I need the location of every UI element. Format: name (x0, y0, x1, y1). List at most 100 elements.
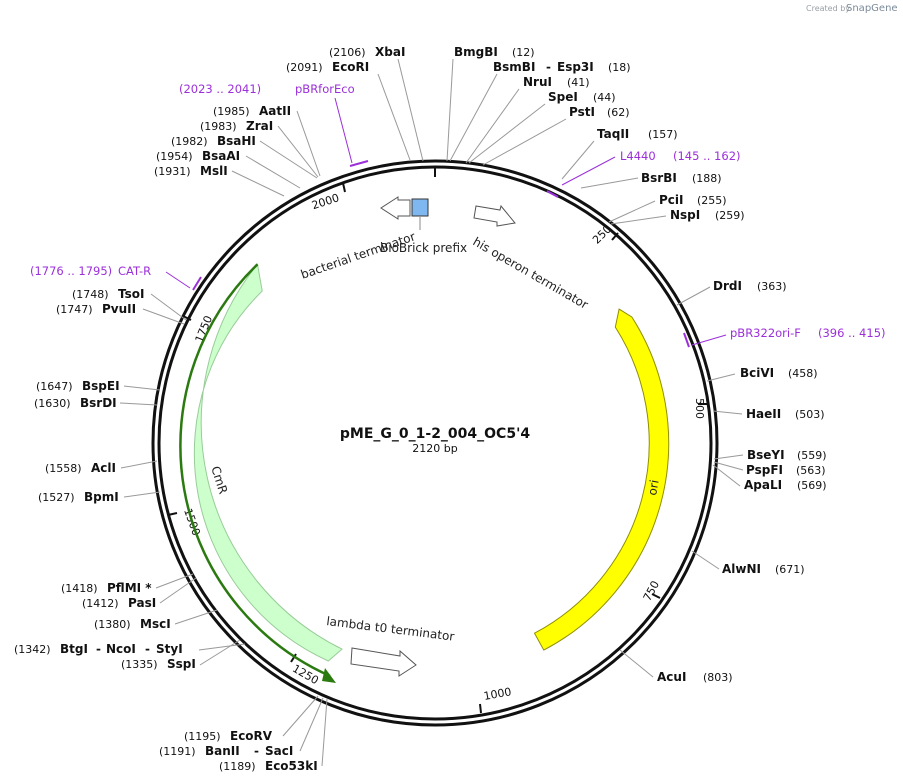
site-bsrbi[interactable]: BsrBI (188) (641, 171, 722, 185)
site-leader (142, 308, 185, 325)
site-name: PspFI (746, 463, 783, 477)
site-leader (712, 464, 741, 487)
site-btgi-ncoi-styi[interactable]: (1342) BtgI - NcoI - StyI (14, 642, 183, 656)
site-leader (713, 454, 744, 460)
site-name: BspEI (82, 379, 120, 393)
site-position: (503) (795, 408, 825, 421)
site-eco53ki[interactable]: (1189) Eco53kI (219, 759, 318, 773)
site-leader (119, 402, 158, 406)
bacterial-terminator-label: bacterial terminator (299, 229, 417, 281)
site-leader (296, 110, 321, 177)
site-leader (299, 697, 324, 752)
site-name: DrdI (713, 279, 742, 293)
site-name: MscI (140, 617, 171, 631)
ruler-tick-mark (167, 512, 178, 516)
site-bpmi[interactable]: (1527) BpmI (38, 490, 119, 504)
site-leader (713, 461, 744, 471)
his-operon-terminator-feature[interactable] (473, 204, 516, 227)
ruler-tick-label: 750 (641, 579, 662, 604)
site-position: (563) (796, 464, 826, 477)
site-leader (199, 639, 241, 666)
site-bsaai[interactable]: (1954) BsaAI (156, 149, 240, 163)
site-position: (1342) (14, 643, 51, 656)
site-acui[interactable]: AcuI (803) (657, 670, 733, 684)
site-banii-saci[interactable]: (1191) BanII - SacI (159, 744, 293, 758)
site-separator: - (96, 642, 101, 656)
biobrick-prefix-feature[interactable] (411, 198, 429, 217)
bacterial-terminator-feature[interactable] (380, 196, 411, 220)
site-position: (157) (648, 128, 678, 141)
site-leader (610, 215, 667, 225)
ori-feature[interactable] (533, 308, 670, 651)
site-bseyi[interactable]: BseYI (559) (747, 448, 827, 462)
site-position: (458) (788, 367, 818, 380)
site-haeii[interactable]: HaeII (503) (746, 407, 825, 421)
site-psti[interactable]: PstI (62) (569, 105, 630, 119)
primer-leader (691, 334, 727, 346)
primers: (2023 .. 2041) pBRforEco L4440 (145 .. 1… (30, 82, 886, 348)
site-pspfi[interactable]: PspFI (563) (746, 463, 826, 477)
site-tsoi[interactable]: (1748) TsoI (72, 287, 144, 301)
site-name: BmgBI (454, 45, 498, 59)
site-position: (1747) (56, 303, 93, 316)
site-name: MslI (200, 164, 228, 178)
lambda-t0-terminator-feature[interactable] (350, 647, 417, 677)
site-taqii[interactable]: TaqII (157) (597, 127, 678, 141)
site-leader (198, 643, 246, 651)
site-name-2: NcoI (106, 642, 136, 656)
site-name-2: Esp3I (557, 60, 594, 74)
site-name: ZraI (246, 119, 273, 133)
cmr-label: CmR (208, 464, 230, 495)
site-leaders (119, 58, 744, 767)
credit: Created by SnapGene (806, 3, 898, 14)
site-bmgbi[interactable]: BmgBI (12) (454, 45, 535, 59)
primer-range: (396 .. 415) (818, 326, 886, 340)
site-alwni[interactable]: AlwNI (671) (722, 562, 805, 576)
site-xbai[interactable]: (2106) XbaI (329, 45, 405, 59)
site-name: BtgI (60, 642, 88, 656)
site-position: (1527) (38, 491, 75, 504)
site-zrai[interactable]: (1983) ZraI (200, 119, 273, 133)
ori-label: ori (645, 479, 661, 497)
site-position: (363) (757, 280, 787, 293)
site-bsrdi[interactable]: (1630) BsrDI (34, 396, 117, 410)
site-bspei[interactable]: (1647) BspEI (36, 379, 120, 393)
site-nspi[interactable]: NspI (259) (670, 208, 745, 222)
ruler-tick-mark (182, 315, 192, 321)
site-leader (123, 385, 161, 391)
site-pasi[interactable]: (1412) PasI (82, 596, 156, 610)
site-msci[interactable]: (1380) MscI (94, 617, 171, 631)
site-bsmbi-esp3i[interactable]: BsmBI - Esp3I (18) (493, 60, 631, 74)
site-position: (1335) (121, 658, 158, 671)
site-aatii[interactable]: (1985) AatII (213, 104, 291, 118)
site-pcii[interactable]: PciI (255) (659, 193, 727, 207)
backbone (151, 159, 719, 727)
site-position: (62) (607, 106, 630, 119)
site-name: BseYI (747, 448, 785, 462)
biobrick-prefix-label: BioBrick prefix (380, 241, 467, 255)
site-name: BpmI (84, 490, 119, 504)
plasmid-title-group: pME_G_0_1-2_004_OC5'4 2120 bp (340, 426, 530, 455)
cmr-outline (179, 263, 331, 678)
site-position: (1191) (159, 745, 196, 758)
site-drdi[interactable]: DrdI (363) (713, 279, 787, 293)
site-msli[interactable]: (1931) MslI (154, 164, 228, 178)
site-bsahi[interactable]: (1982) BsaHI (171, 134, 256, 148)
site-acli[interactable]: (1558) AclI (45, 461, 116, 475)
site-name: AlwNI (722, 562, 761, 576)
site-name: BsrDI (80, 396, 117, 410)
site-position: (1558) (45, 462, 82, 475)
site-apali[interactable]: ApaLI (569) (744, 478, 827, 492)
site-position: (1931) (154, 165, 191, 178)
site-sspi[interactable]: (1335) SspI (121, 657, 196, 671)
site-spei[interactable]: SpeI (44) (548, 90, 616, 104)
site-ecori[interactable]: (2091) EcoRI (286, 60, 369, 74)
site-name: AcuI (657, 670, 686, 684)
site-ecorv[interactable]: (1195) EcoRV (184, 729, 273, 743)
site-pvuii[interactable]: (1747) PvuII (56, 302, 136, 316)
site-bcivi[interactable]: BciVI (458) (740, 366, 818, 380)
cmr-feature[interactable] (193, 263, 343, 662)
site-pflmi[interactable]: (1418) PflMI * (61, 581, 152, 595)
site-position: (12) (512, 46, 535, 59)
site-prui[interactable]: NruI (41) (523, 75, 590, 89)
